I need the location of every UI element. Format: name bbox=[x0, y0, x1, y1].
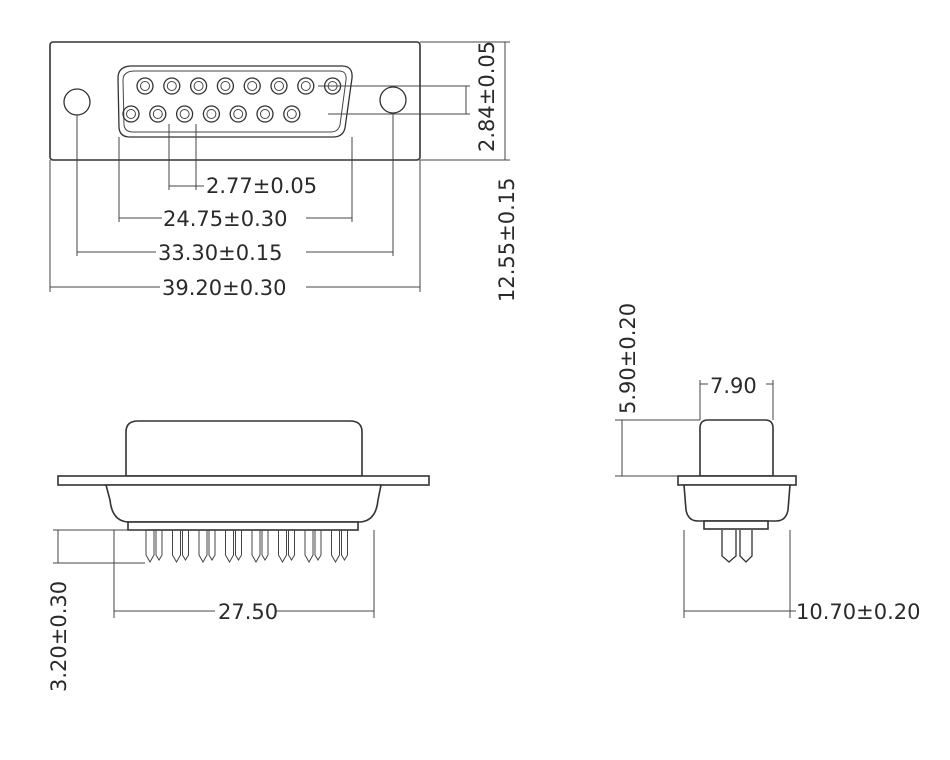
pin-contact bbox=[152, 109, 163, 119]
pin-socket bbox=[122, 105, 140, 123]
pin-contact bbox=[233, 109, 244, 119]
front-pin-pair bbox=[172, 530, 189, 564]
pin-contact bbox=[179, 109, 190, 119]
side-body bbox=[683, 484, 791, 522]
flange-height-label: 12.55±0.15 bbox=[495, 178, 519, 302]
row-spacing-label: 2.84±0.05 bbox=[475, 41, 499, 152]
pin-contact bbox=[126, 109, 136, 119]
pin-grid bbox=[122, 77, 342, 123]
pin-contact bbox=[260, 109, 270, 119]
pin-pitch-label: 2.77±0.05 bbox=[206, 174, 317, 198]
shell-width-label: 24.75±0.30 bbox=[163, 207, 287, 231]
pin-socket bbox=[149, 105, 167, 123]
pin-contact bbox=[140, 81, 150, 91]
pin-socket bbox=[136, 77, 154, 95]
front-view: 3.20±0.30 27.50 bbox=[47, 420, 430, 692]
pin-socket bbox=[202, 105, 221, 123]
d-shell-inner bbox=[122, 70, 347, 133]
pin-socket bbox=[175, 105, 194, 123]
shell-depth-label: 7.90 bbox=[710, 374, 757, 398]
side-view: 7.90 5.90±0.20 10.70±0.20 bbox=[615, 303, 920, 624]
pin-contact bbox=[274, 81, 284, 91]
pin-contact bbox=[206, 109, 217, 119]
front-pin-pair bbox=[331, 530, 348, 564]
side-shell bbox=[699, 419, 774, 477]
hole-spacing-label: 33.30±0.15 bbox=[158, 241, 282, 265]
pin-contact bbox=[193, 81, 204, 91]
front-pin-pair bbox=[304, 530, 322, 564]
front-pin-pair bbox=[278, 530, 295, 564]
shell-height-label: 5.90±0.20 bbox=[616, 303, 640, 414]
pin-socket bbox=[283, 105, 301, 123]
pin-socket bbox=[189, 77, 208, 95]
pin-socket bbox=[256, 105, 274, 123]
pin-contact bbox=[166, 81, 177, 91]
pin-socket bbox=[243, 77, 261, 95]
front-body bbox=[104, 484, 382, 523]
pin-socket bbox=[216, 77, 235, 95]
front-pin-pair bbox=[198, 530, 216, 564]
front-pin-pair bbox=[225, 530, 242, 564]
pin-contact bbox=[220, 81, 231, 91]
overall-depth-label: 10.70±0.20 bbox=[796, 600, 920, 624]
top-view: 2.77±0.05 24.75±0.30 33.30±0.15 39.20±0.… bbox=[49, 41, 519, 302]
pin-contact bbox=[300, 81, 311, 91]
d-shell-outer bbox=[117, 65, 353, 138]
front-pins bbox=[145, 530, 348, 564]
front-insulator bbox=[127, 521, 359, 531]
pin-span-label: 27.50 bbox=[218, 600, 278, 624]
front-pin-pair bbox=[145, 530, 163, 564]
pin-socket bbox=[270, 77, 288, 95]
pin-socket bbox=[163, 77, 181, 95]
front-pin-pair bbox=[251, 530, 269, 564]
pin-length-label: 3.20±0.30 bbox=[47, 581, 71, 692]
front-shell bbox=[125, 420, 363, 477]
pin-contact bbox=[247, 81, 258, 91]
flange-width-label: 39.20±0.30 bbox=[162, 276, 286, 300]
pin-socket bbox=[229, 105, 247, 123]
side-insulator bbox=[703, 520, 769, 530]
front-flange bbox=[57, 475, 430, 486]
side-pin bbox=[721, 530, 753, 563]
pin-socket bbox=[297, 77, 315, 95]
flange-outline bbox=[49, 41, 421, 161]
side-flange bbox=[677, 475, 797, 486]
pin-contact bbox=[286, 109, 297, 119]
